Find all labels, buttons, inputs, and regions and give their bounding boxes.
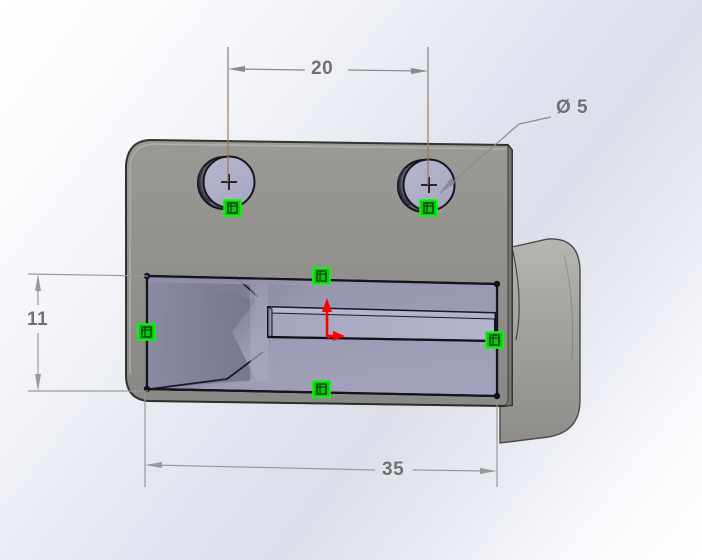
marker-hole-left[interactable] — [223, 199, 242, 217]
arrow-down-icon — [35, 374, 41, 391]
marker-pocket-top[interactable] — [312, 267, 331, 285]
dimension-pocket-height[interactable] — [27, 273, 149, 392]
sketch-origin-axes — [322, 298, 345, 341]
hole-center-cross — [421, 177, 437, 193]
y-axis-arrow-icon — [322, 298, 332, 312]
dimension-label-hole-spacing[interactable]: 20 — [311, 58, 334, 79]
dimension-overall-width[interactable] — [144, 392, 498, 487]
sketch-vertex — [493, 392, 501, 400]
dimension-hole-spacing[interactable] — [227, 47, 429, 185]
dimension-label-hole-diameter[interactable]: Ø 5 — [556, 97, 589, 118]
marker-hole-right[interactable] — [419, 199, 438, 217]
arrow-right-icon — [480, 468, 497, 474]
x-axis-arrow-icon — [333, 331, 345, 341]
arrow-left-icon — [145, 462, 162, 468]
marker-pocket-right[interactable] — [485, 331, 504, 349]
arrow-up-icon — [35, 274, 41, 291]
dimension-label-overall-width[interactable]: 35 — [382, 459, 405, 480]
arrow-right-icon — [411, 68, 428, 74]
leader-arrow-icon — [440, 178, 455, 193]
marker-pocket-left[interactable] — [137, 323, 156, 341]
sketch-relation-markers[interactable] — [137, 199, 504, 398]
marker-pocket-bottom[interactable] — [312, 380, 331, 398]
dimension-label-pocket-height[interactable]: 11 — [27, 309, 49, 330]
sketch-vertex — [493, 280, 501, 288]
through-hole-left[interactable] — [197, 155, 256, 210]
dimension-hole-diameter[interactable] — [439, 116, 552, 194]
center-rib — [267, 305, 496, 343]
right-boss — [499, 238, 581, 444]
arrow-left-icon — [228, 66, 245, 72]
hole-center-cross — [221, 174, 237, 190]
through-hole-right[interactable] — [397, 158, 456, 213]
